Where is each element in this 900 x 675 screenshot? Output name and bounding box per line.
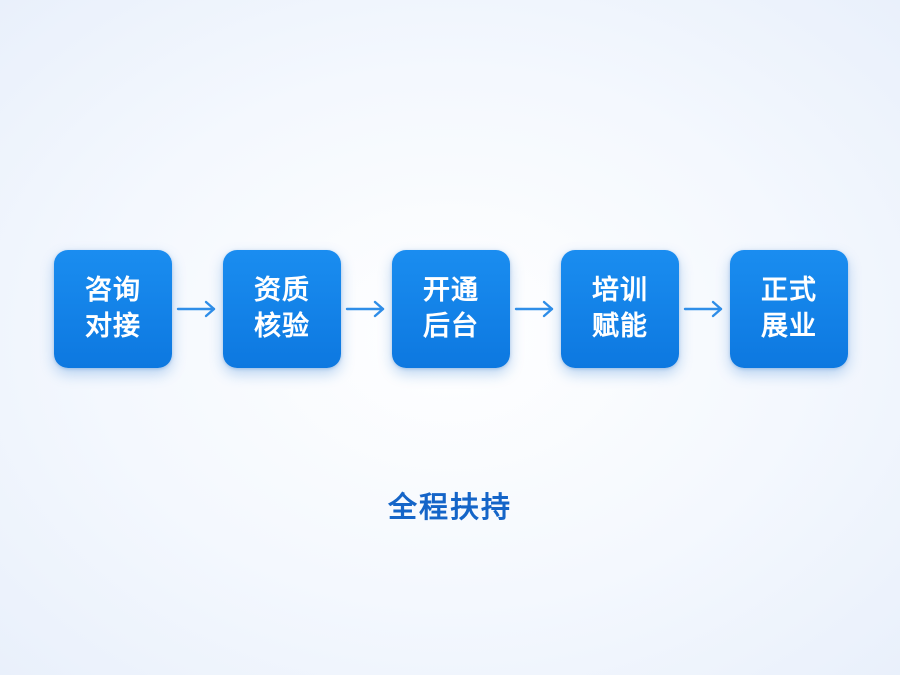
step-label-line1: 资质 xyxy=(254,275,310,306)
step-label-line2: 赋能 xyxy=(592,311,648,342)
arrow-right-icon xyxy=(345,300,385,318)
step-label-line2: 核验 xyxy=(254,311,310,342)
step-label-line1: 培训 xyxy=(592,275,648,306)
step-label-line1: 开通 xyxy=(423,275,479,306)
step-label-line2: 对接 xyxy=(85,311,141,342)
step-label-line1: 咨询 xyxy=(85,275,141,306)
step-label-line1: 正式 xyxy=(761,275,817,306)
step-training: 培训 赋能 xyxy=(561,250,679,368)
flow-caption: 全程扶持 xyxy=(387,490,512,524)
step-consult: 咨询 对接 xyxy=(54,250,172,368)
arrow-right-icon xyxy=(176,300,216,318)
step-label-line2: 后台 xyxy=(423,311,479,342)
step-launch: 正式 展业 xyxy=(730,250,848,368)
step-backend: 开通 后台 xyxy=(392,250,510,368)
step-verify: 资质 核验 xyxy=(223,250,341,368)
step-label-line2: 展业 xyxy=(761,311,817,342)
arrow-right-icon xyxy=(683,300,723,318)
arrow-right-icon xyxy=(514,300,554,318)
